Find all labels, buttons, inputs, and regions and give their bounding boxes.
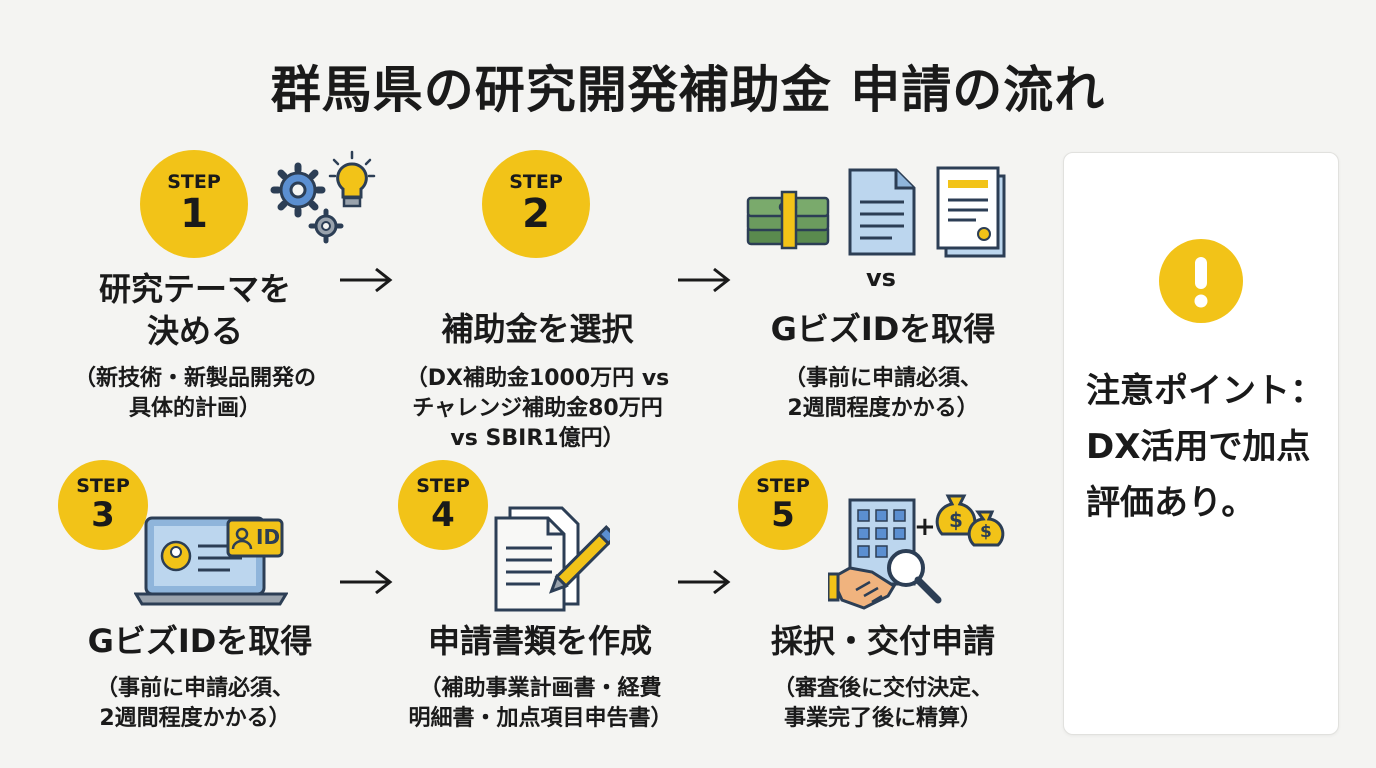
step-2-desc: （DX補助金1000万円 vs チャレンジ補助金80万円 vs SBIR1億円） (405, 366, 670, 451)
step-1-title: 研究テーマを 決める (98, 270, 291, 350)
arrow-right-icon (678, 569, 731, 595)
magnifier-icon (887, 549, 942, 604)
step-3-desc: （事前に申請必須、 2週間程度かかる） (95, 676, 294, 731)
step-4-badge: STEP 4 (398, 460, 488, 550)
step-1-desc: （新技術・新製品開発の 具体的計画） (73, 366, 316, 421)
arrow-right-icon (678, 267, 731, 293)
step-number: 3 (91, 495, 115, 535)
page-title: 群馬県の研究開発補助金 申請の流れ (270, 61, 1106, 119)
money-bag-icon: $ $ (934, 486, 1006, 552)
step-2-title: 補助金を選択 (441, 310, 634, 348)
document-icon (848, 168, 916, 256)
step-3-title: GビズIDを取得 (87, 622, 313, 660)
gear-icon (270, 162, 344, 244)
step-number: 4 (431, 495, 455, 535)
id-badge-text: ID (256, 525, 281, 549)
step-label: STEP (167, 171, 221, 193)
step-number: 5 (771, 495, 795, 535)
step-5-badge: STEP 5 (738, 460, 828, 550)
step-label: STEP (756, 475, 810, 497)
exclamation-icon (1159, 239, 1243, 323)
step-3-badge: STEP 3 (58, 460, 148, 550)
step-4-title: 申請書類を作成 (427, 622, 652, 660)
step-label: STEP (76, 475, 130, 497)
certificate-icon (936, 166, 1006, 258)
id-badge-icon: ID (226, 518, 284, 558)
building-handshake-icon (828, 498, 942, 610)
step-2-badge: STEP 2 (482, 150, 590, 258)
handshake-icon (828, 566, 897, 610)
note-panel: 注意ポイント： DX活用で加点 評価あり。 (1063, 152, 1339, 735)
money-stack-icon (746, 190, 830, 250)
step-number: 1 (180, 191, 208, 237)
step-label: STEP (509, 171, 563, 193)
extra-desc: （事前に申請必須、 2週間程度かかる） (783, 366, 982, 421)
extra-title: GビズIDを取得 (770, 310, 996, 348)
dollar-sign: $ (949, 508, 963, 532)
step-number: 2 (522, 191, 550, 237)
step-5-title: 採択・交付申請 (770, 622, 995, 660)
lightbulb-icon (328, 150, 376, 208)
step-5-desc: （審査後に交付決定、 事業完了後に精算） (772, 676, 993, 731)
note-text: 注意ポイント： DX活用で加点 評価あり。 (1086, 371, 1324, 523)
step-1-badge: STEP 1 (140, 150, 248, 258)
plus-sign: + (914, 512, 936, 542)
gear-lightbulb-icon (270, 150, 376, 244)
step-4-desc: （補助事業計画書・経費 明細書・加点項目申告書） (408, 676, 673, 731)
vs-label: vs (866, 264, 896, 292)
documents-pen-icon (494, 506, 610, 612)
step-label: STEP (416, 475, 470, 497)
dollar-sign: $ (980, 522, 992, 542)
arrow-right-icon (340, 267, 393, 293)
arrow-right-icon (340, 569, 393, 595)
